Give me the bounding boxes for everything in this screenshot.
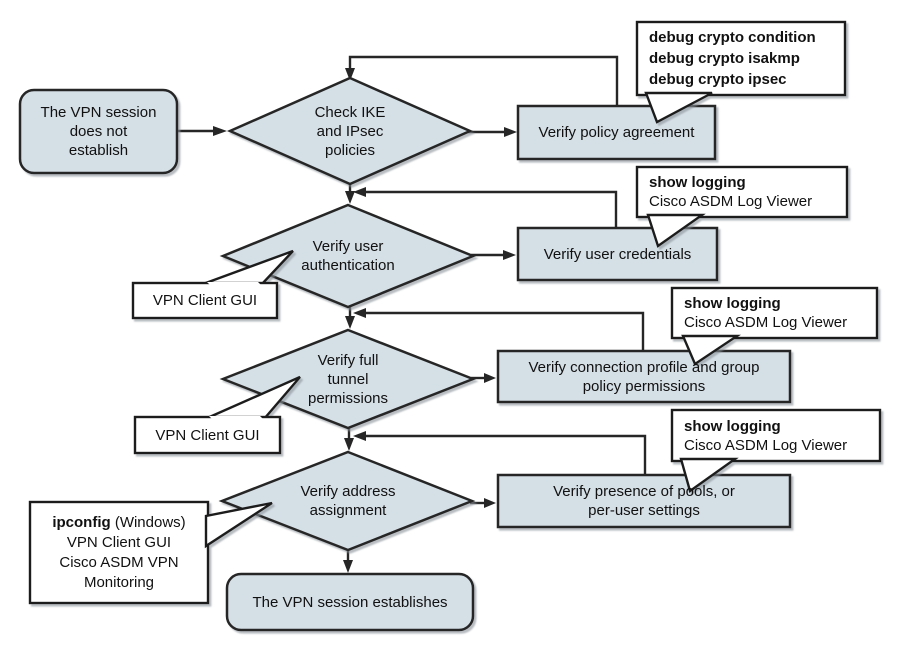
callout-ipconfig-shape: [28, 500, 210, 605]
cli-command: ipconfig: [52, 513, 111, 531]
callout-ipconfig-label: ipconfig (Windows) VPN Client GUI Cisco …: [52, 513, 186, 591]
callout-vpn-gui-2-shape: [133, 415, 282, 455]
callout-debug-crypto-shape: [635, 20, 847, 97]
arrowhead-right-icon: [504, 127, 517, 137]
loop-pools-back: [366, 434, 647, 475]
action-verify-pools-shape: [496, 473, 792, 529]
tail-seam: [209, 416, 264, 420]
cli-command: debug crypto isakmp: [649, 50, 800, 67]
end-node-shape: [225, 572, 475, 632]
arrowhead-down-icon: [345, 68, 355, 81]
decision-check-policies-label: Check IKE and IPsec policies: [314, 103, 386, 159]
arrowhead-down-icon: [344, 438, 354, 451]
decision-check-policies-shape: [226, 76, 474, 186]
arrowheads: [213, 68, 517, 573]
start-line: does not: [69, 123, 128, 140]
callout-show-logging-3-label: show logging Cisco ASDM Log Viewer: [684, 417, 848, 454]
callout-debug-crypto-label: debug crypto condition debug crypto isak…: [649, 26, 841, 91]
arrowhead-right-icon: [484, 373, 496, 383]
action-verify-profile-label: Verify connection profile and group poli…: [528, 358, 760, 395]
callout-vpn-gui-2-label: VPN Client GUI: [155, 426, 260, 444]
callout-show-logging-1-label: show logging Cisco ASDM Log Viewer: [649, 174, 813, 210]
arrowhead-down-icon: [345, 191, 355, 204]
end-node-label: The VPN session establishes: [252, 593, 448, 611]
loop-credentials-back: [366, 190, 618, 228]
cli-command: debug crypto ipsec: [649, 71, 787, 88]
cli-command: show logging: [684, 417, 781, 435]
tail-seam: [207, 282, 262, 286]
action-verify-agreement-shape: [516, 104, 717, 161]
arrowhead-down-icon: [343, 560, 353, 573]
arrowhead-down-icon: [345, 316, 355, 329]
action-verify-credentials-label: Verify user credentials: [543, 245, 692, 263]
decision-address-assignment-label: Verify address assignment: [300, 483, 396, 519]
start-node-label: The VPN session does not establish: [20, 90, 177, 173]
decision-user-auth-shape: [219, 203, 477, 309]
loop-profile-back: [366, 311, 645, 351]
start-line: The VPN session: [40, 104, 157, 121]
callout-ipconfig-tail: [204, 501, 273, 549]
callout-show-logging-2-label: show logging Cisco ASDM Log Viewer: [684, 295, 848, 331]
cli-command: debug crypto condition: [649, 29, 816, 46]
loop-verify-agreement-back: [348, 55, 619, 106]
callout-debug-crypto-tail: [644, 91, 713, 124]
arrowhead-left-icon: [353, 187, 366, 197]
decision-user-auth-label: Verify user authentication: [301, 238, 395, 274]
arrowhead-left-icon: [353, 431, 366, 441]
action-verify-agreement-label: Verify policy agreement: [538, 124, 695, 141]
arrowhead-right-icon: [484, 498, 496, 508]
callout-vpn-gui-1-shape: [131, 281, 279, 320]
callout-vpn-gui-1-label: VPN Client GUI: [152, 292, 258, 309]
action-verify-profile-shape: [496, 349, 792, 404]
start-node-shape: [18, 88, 179, 175]
arrowhead-right-icon: [213, 126, 227, 136]
action-verify-credentials-shape: [516, 226, 719, 282]
start-line: establish: [68, 142, 129, 159]
arrowhead-left-icon: [353, 308, 366, 318]
cli-command: show logging: [649, 174, 746, 191]
decision-address-assignment-shape: [218, 450, 476, 552]
decision-full-tunnel-label: Verify full tunnel permissions: [307, 351, 389, 407]
callout-show-logging-3-tail: [679, 457, 739, 493]
callout-show-logging-2-shape: [670, 286, 879, 340]
arrowhead-right-icon: [503, 250, 516, 260]
callout-show-logging-1-shape: [635, 165, 849, 219]
callout-show-logging-1-tail: [646, 213, 706, 248]
action-verify-pools-label: Verify presence of pools, or per-user se…: [553, 483, 735, 519]
connectors: [177, 55, 647, 562]
decision-full-tunnel-shape: [219, 328, 477, 430]
callout-show-logging-2-tail: [681, 334, 741, 366]
cli-command: show logging: [684, 295, 781, 312]
callout-show-logging-3-shape: [670, 408, 882, 463]
